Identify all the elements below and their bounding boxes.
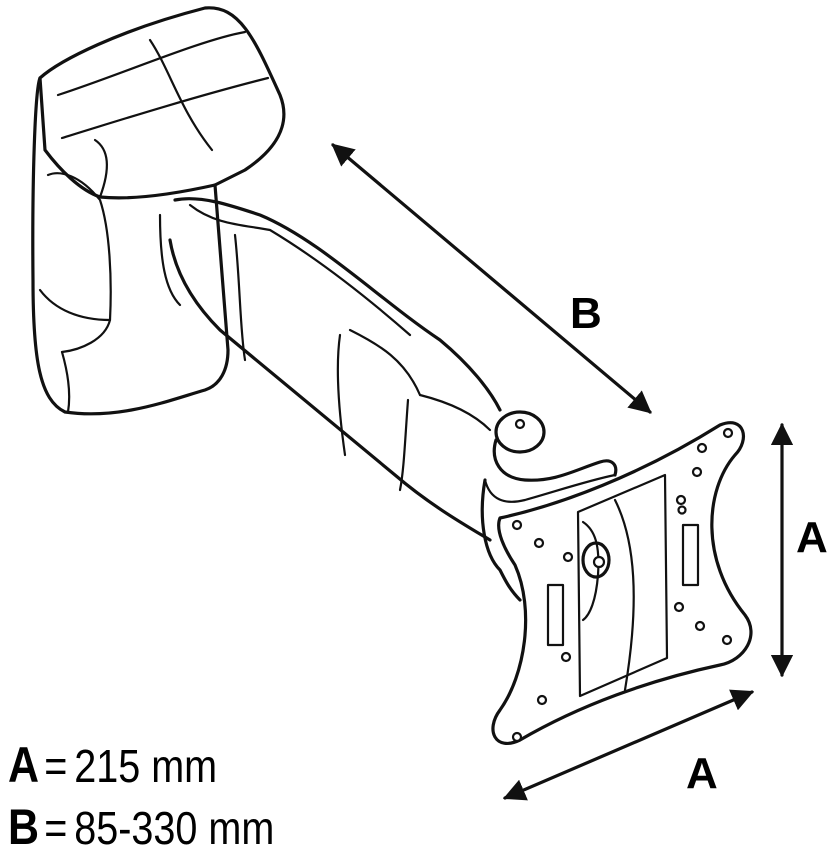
legend-row-a: A=215 mm bbox=[8, 740, 217, 790]
legend-equals-a: = bbox=[44, 740, 68, 792]
wall-bracket bbox=[31, 6, 286, 416]
legend-row-b: B=85-330 mm bbox=[8, 802, 274, 852]
legend-value-a: 215 mm bbox=[74, 740, 218, 792]
arrow-b bbox=[331, 143, 652, 414]
vesa-mounting-plate bbox=[491, 421, 753, 745]
dimension-arrows bbox=[331, 143, 794, 801]
label-b: B bbox=[570, 289, 602, 338]
legend-value-b: 85-330 mm bbox=[74, 802, 275, 854]
label-a-horizontal: A bbox=[686, 749, 718, 798]
arrow-a-horizontal bbox=[502, 689, 755, 801]
legend-equals-b: = bbox=[44, 802, 68, 854]
extension-arm bbox=[158, 197, 502, 542]
label-a-vertical: A bbox=[796, 513, 828, 562]
legend-letter-a: A bbox=[8, 737, 40, 793]
legend-letter-b: B bbox=[8, 799, 40, 855]
